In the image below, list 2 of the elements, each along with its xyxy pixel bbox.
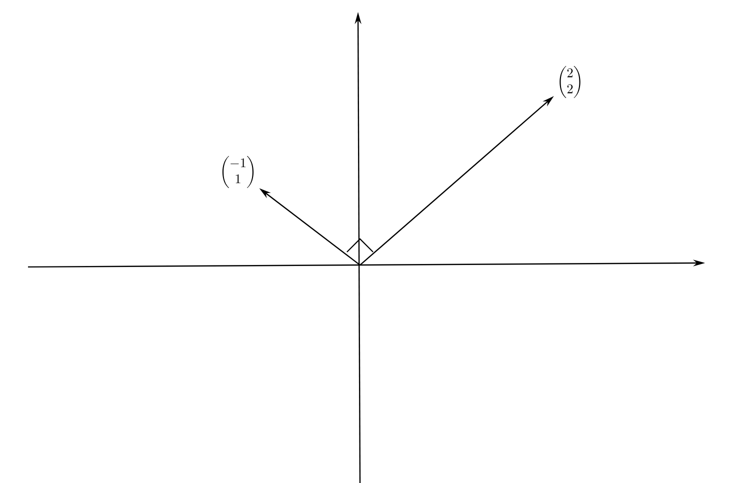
vector-label: $\begin{pmatrix}2\\2\end{pmatrix}$ <box>560 66 580 98</box>
vector-label: $\begin{pmatrix}-1\\1\end{pmatrix}$ <box>222 156 254 188</box>
